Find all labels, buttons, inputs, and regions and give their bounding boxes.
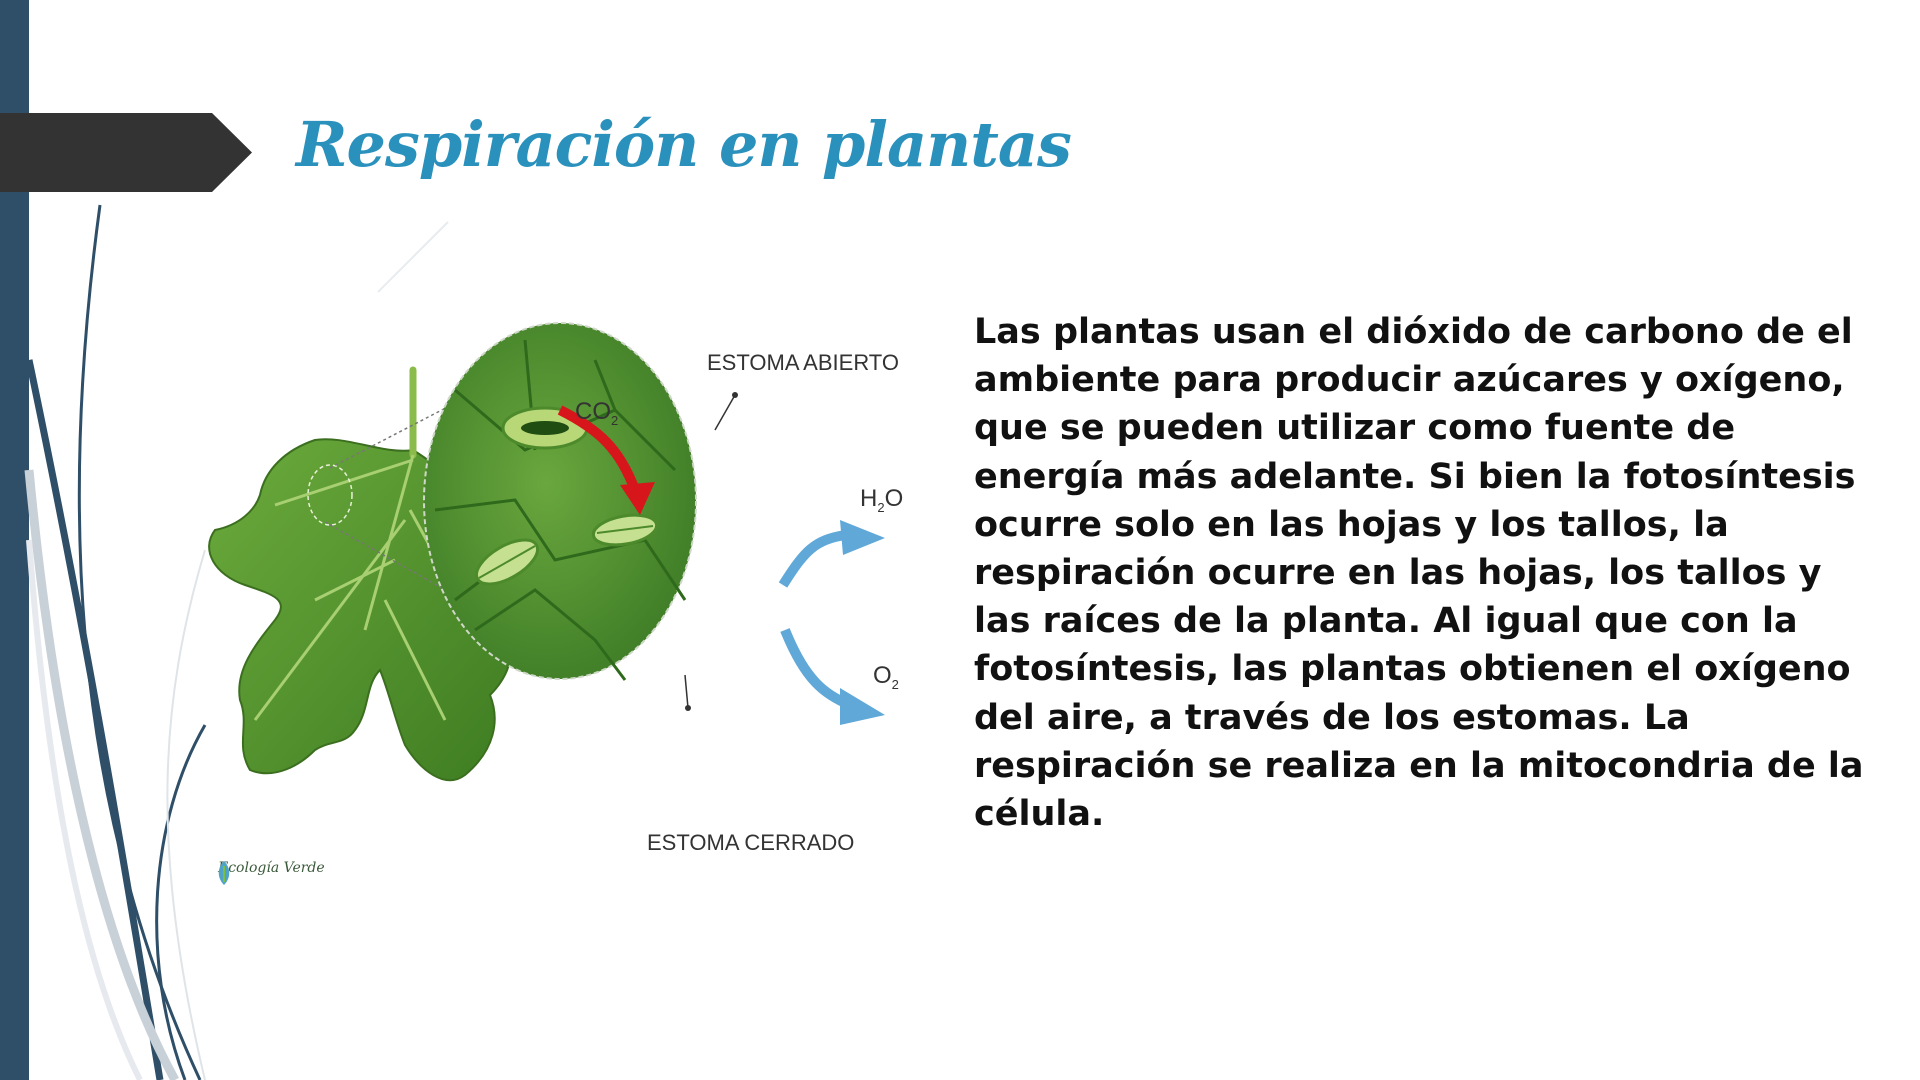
diagram-illustration [208,322,885,782]
body-paragraph: Las plantas usan el dióxido de carbono d… [974,312,1864,835]
magnified-leaf-surface [423,322,697,681]
label-o2: O2 [873,662,899,692]
leaf-logo-icon [218,861,230,885]
slide-title: Respiración en plantas [296,108,1072,181]
label-open-stoma: ESTOMA ABIERTO [707,350,899,375]
title-banner-arrow [0,113,252,192]
stomata-diagram: ESTOMA ABIERTO ESTOMA CERRADO CO2 H2O O2… [195,300,925,900]
h2o-arrow [778,520,885,588]
label-co2: CO2 [575,398,619,428]
o2-arrow [780,628,885,725]
decorative-curves [24,204,449,1080]
label-closed-stoma: ESTOMA CERRADO [647,830,855,855]
co2-arrow [557,405,655,515]
label-h2o: H2O [860,485,904,515]
ecologia-verde-logo: Ecología Verde [215,860,325,885]
